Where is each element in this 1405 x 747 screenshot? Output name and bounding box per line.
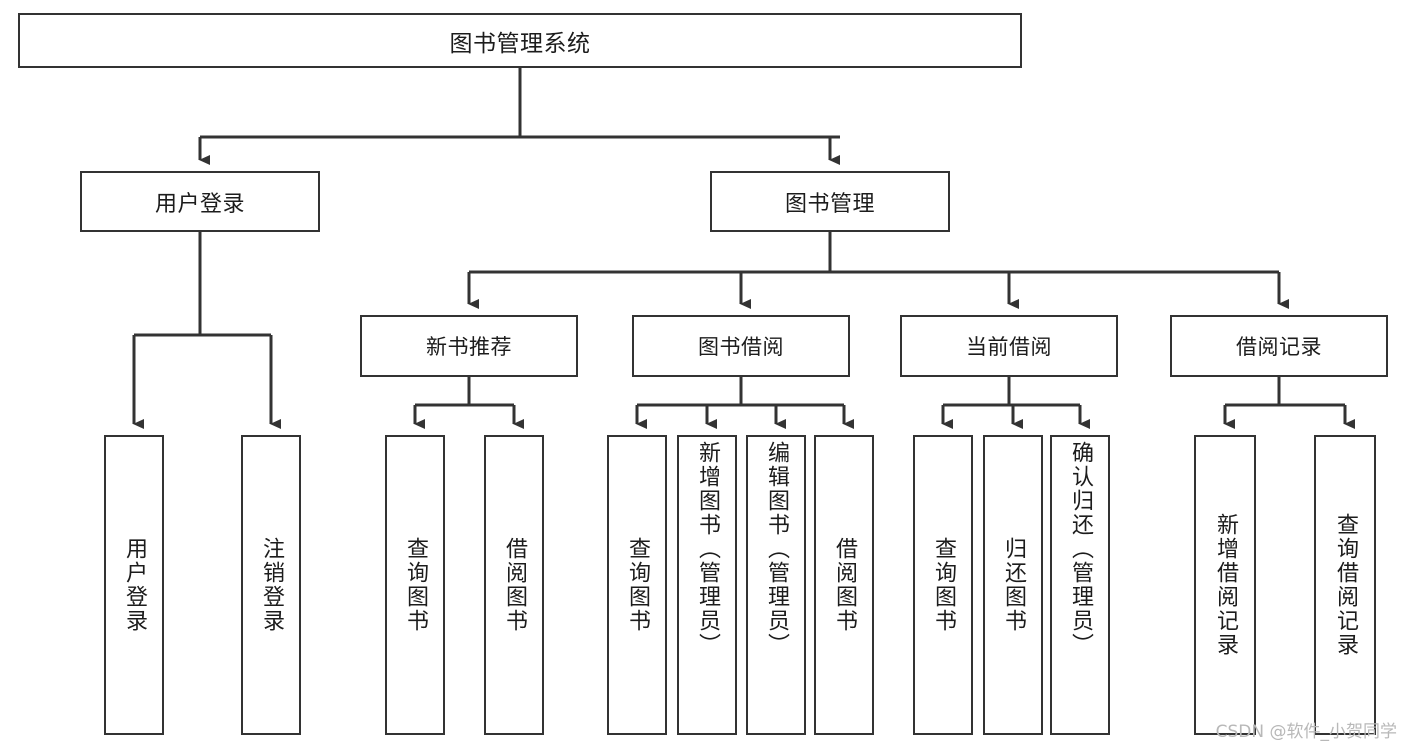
leaf-add-borrow-record[interactable]: 新增借阅记录 xyxy=(1194,435,1256,735)
node-book-borrow-label: 图书借阅 xyxy=(698,335,784,359)
connectors-current-borrow-leaves xyxy=(941,377,1090,429)
leaf-query-borrow-record-label: 查询借阅记录 xyxy=(1332,513,1358,657)
node-borrow-record[interactable]: 借阅记录 xyxy=(1170,315,1388,377)
leaf-user-login[interactable]: 用户登录 xyxy=(104,435,164,735)
node-book-management-label: 图书管理 xyxy=(784,191,875,217)
connectors-root-to-level2 xyxy=(198,68,840,165)
connectors-new-book-leaves xyxy=(413,377,524,429)
node-new-book-recommend[interactable]: 新书推荐 xyxy=(360,315,578,377)
leaf-add-book-admin[interactable]: 新增图书（管理员） xyxy=(677,435,737,735)
node-user-login-label: 用户登录 xyxy=(154,191,245,217)
node-user-login[interactable]: 用户登录 xyxy=(80,171,320,232)
leaf-query-borrow-record[interactable]: 查询借阅记录 xyxy=(1314,435,1376,735)
connectors-level2-to-level3 xyxy=(467,232,1289,309)
node-book-management[interactable]: 图书管理 xyxy=(710,171,950,232)
leaf-add-book-admin-label: 新增图书（管理员） xyxy=(694,441,720,657)
node-book-borrow[interactable]: 图书借阅 xyxy=(632,315,850,377)
leaf-query-book-borrow-label: 查询图书 xyxy=(624,537,650,633)
connectors-book-borrow-leaves xyxy=(635,377,854,429)
leaf-borrow-book-label: 借阅图书 xyxy=(831,537,857,633)
leaf-borrow-book-recommend[interactable]: 借阅图书 xyxy=(484,435,544,735)
leaf-add-borrow-record-label: 新增借阅记录 xyxy=(1212,513,1238,657)
node-current-borrow[interactable]: 当前借阅 xyxy=(900,315,1118,377)
leaf-query-book-borrow[interactable]: 查询图书 xyxy=(607,435,667,735)
leaf-logout-label: 注销登录 xyxy=(258,537,284,633)
leaf-confirm-return-admin[interactable]: 确认归还（管理员） xyxy=(1050,435,1110,735)
leaf-query-book-recommend[interactable]: 查询图书 xyxy=(385,435,445,735)
leaf-return-book[interactable]: 归还图书 xyxy=(983,435,1043,735)
leaf-edit-book-admin-label: 编辑图书（管理员） xyxy=(763,441,789,657)
leaf-logout[interactable]: 注销登录 xyxy=(241,435,301,735)
leaf-return-book-label: 归还图书 xyxy=(1000,537,1026,633)
leaf-borrow-book-recommend-label: 借阅图书 xyxy=(501,537,527,633)
node-current-borrow-label: 当前借阅 xyxy=(966,335,1052,359)
leaf-query-book-current-label: 查询图书 xyxy=(930,537,956,633)
leaf-borrow-book[interactable]: 借阅图书 xyxy=(814,435,874,735)
node-root-label: 图书管理系统 xyxy=(449,30,591,57)
leaf-edit-book-admin[interactable]: 编辑图书（管理员） xyxy=(746,435,806,735)
leaf-query-book-current[interactable]: 查询图书 xyxy=(913,435,973,735)
node-root-system[interactable]: 图书管理系统 xyxy=(18,13,1022,68)
connectors-borrow-record-leaves xyxy=(1223,377,1355,429)
leaf-user-login-label: 用户登录 xyxy=(121,537,147,633)
node-borrow-record-label: 借阅记录 xyxy=(1236,335,1322,359)
leaf-confirm-return-admin-label: 确认归还（管理员） xyxy=(1067,441,1093,657)
leaf-query-book-recommend-label: 查询图书 xyxy=(402,537,428,633)
node-new-book-recommend-label: 新书推荐 xyxy=(426,335,512,359)
connectors-user-login-leaves xyxy=(132,232,281,429)
